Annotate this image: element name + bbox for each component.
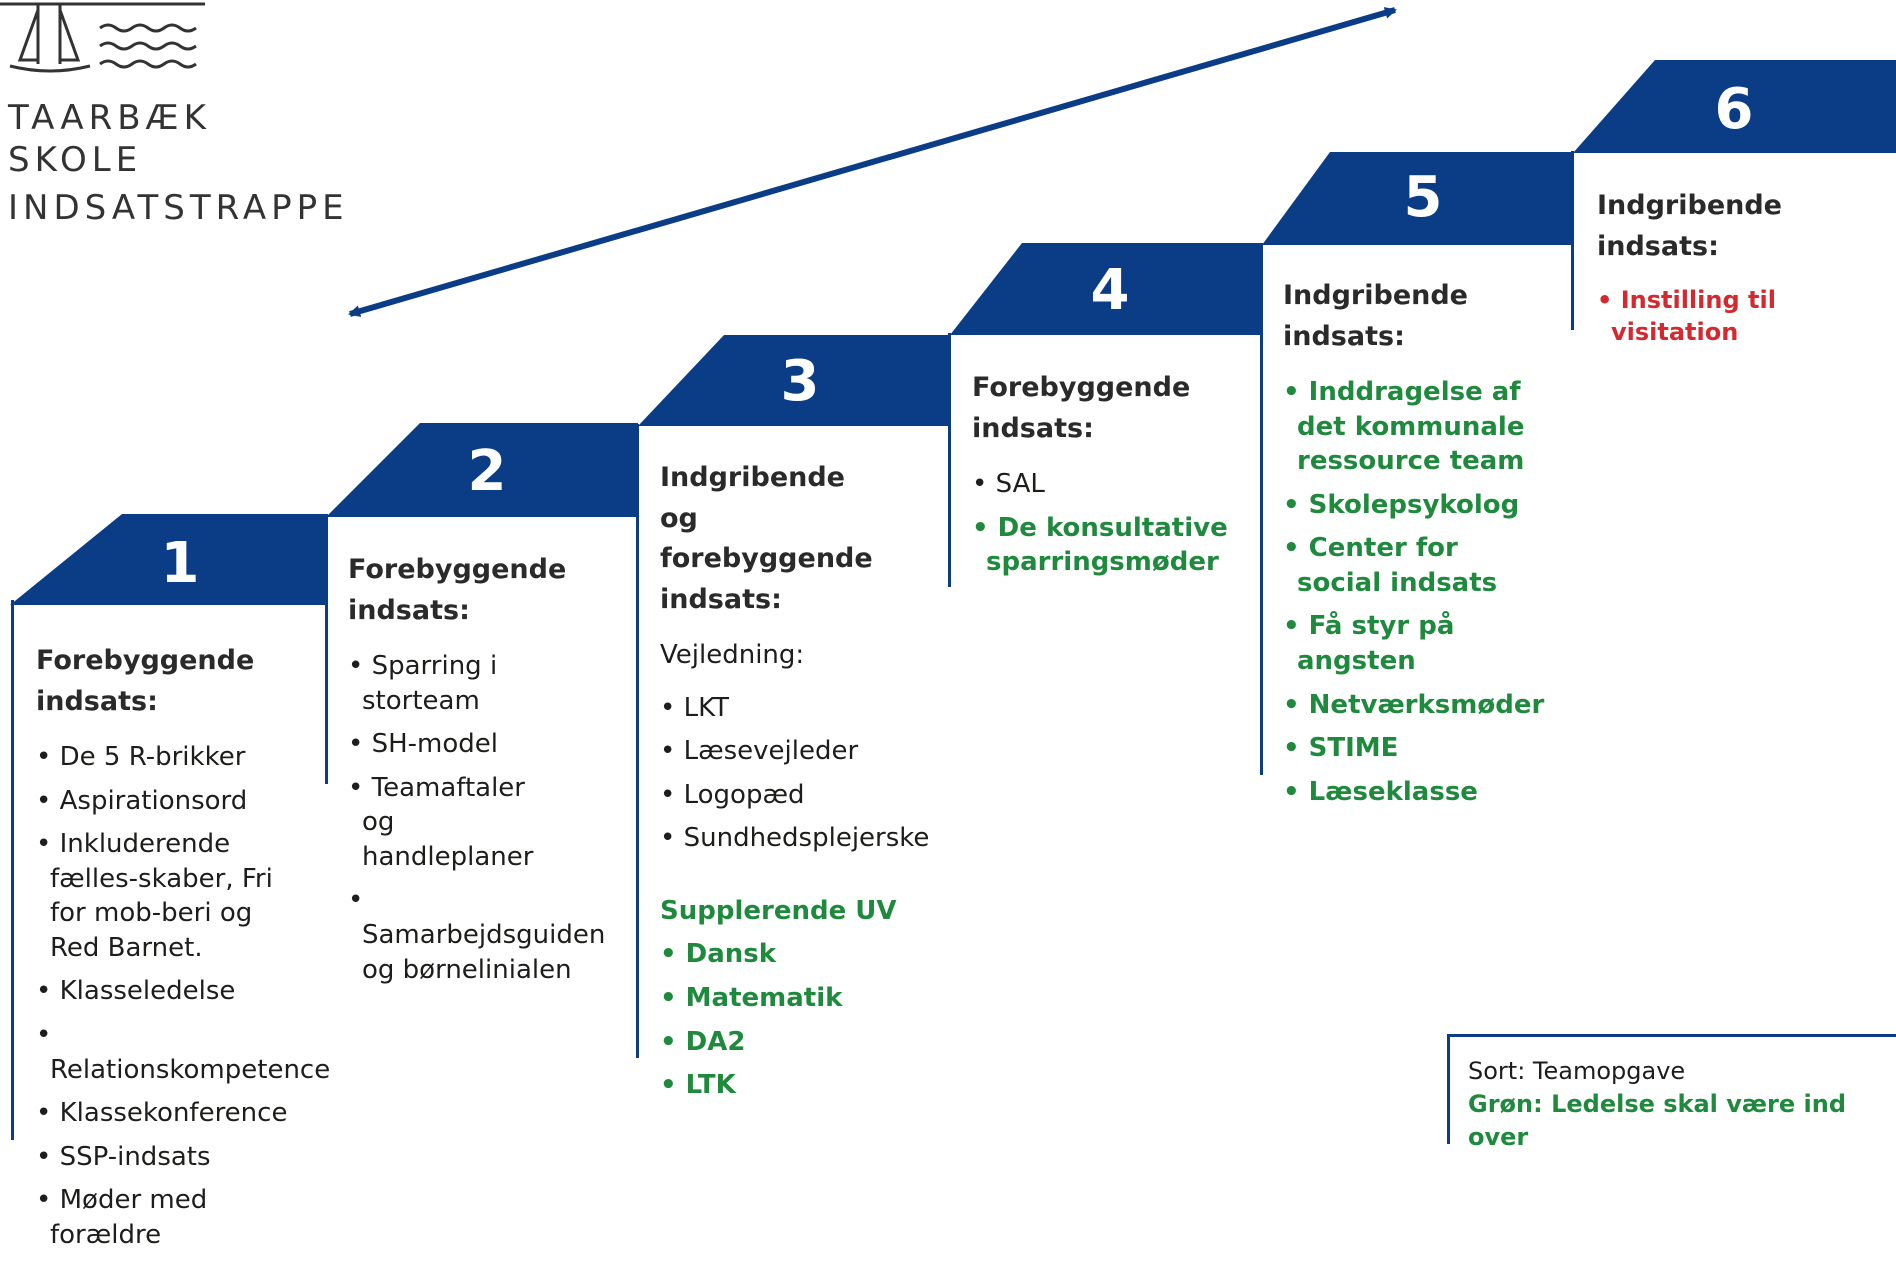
step-2-heading: Forebyggende indsats:	[348, 554, 567, 626]
list-item: Læseklasse	[1283, 775, 1568, 810]
step-1-heading: Forebyggende indsats:	[36, 645, 255, 717]
step-3-number: 3	[780, 349, 820, 414]
list-item: SSP-indsats	[36, 1140, 326, 1175]
step-2-number: 2	[467, 439, 507, 504]
school-logo	[0, 2, 205, 73]
step-4-block	[950, 243, 1262, 335]
staircase-graphic	[10, 7, 1896, 605]
list-item: De 5 R-brikker	[36, 740, 326, 775]
step-1-content: Forebyggende indsats: De 5 R-brikker Asp…	[36, 641, 330, 1262]
list-item: Klassekonference	[36, 1096, 326, 1131]
step-4-number: 4	[1090, 258, 1130, 323]
step-1-riser	[11, 600, 14, 1140]
waves-icon	[99, 23, 197, 69]
legend-box: Sort: Teamopgave Grøn: Ledelse skal være…	[1447, 1034, 1896, 1151]
step-5-block	[1262, 152, 1573, 245]
step-3-subheading: Supplerende UV	[660, 895, 897, 926]
step-2-riser	[325, 514, 328, 784]
sailboat-icon	[0, 2, 205, 73]
list-item: Skolepsykolog	[1283, 488, 1568, 523]
step-1-block	[10, 514, 326, 605]
list-item: De konsultative sparringsmøder	[972, 511, 1252, 580]
list-item: Møder med forældre	[36, 1183, 326, 1252]
step-3-heading: Indgribende og forebyggende indsats:	[660, 462, 873, 615]
logo-text-line2: SKOLE	[8, 140, 143, 180]
list-item: Teamaftaler og handleplaner	[348, 771, 618, 875]
list-item: Få styr på angsten	[1283, 609, 1568, 678]
step-6-block	[1573, 60, 1896, 153]
list-item: Netværksmøder	[1283, 688, 1568, 723]
page-title: INDSATSTRAPPE	[8, 188, 349, 228]
list-item: Logopæd	[660, 778, 950, 813]
list-item: Aspirationsord	[36, 784, 326, 819]
list-item: LTK	[660, 1068, 950, 1103]
step-2-block	[326, 423, 638, 517]
step-6-heading: Indgribende indsats:	[1597, 190, 1782, 262]
step-4-heading: Forebyggende indsats:	[972, 372, 1191, 444]
step-5-number: 5	[1403, 165, 1443, 230]
list-item: Center for social indsats	[1283, 531, 1568, 600]
list-item: STIME	[1283, 731, 1568, 766]
list-item: Inkluderende fælles-skaber, Fri for mob-…	[36, 827, 326, 965]
list-item: Relationskompetence	[36, 1018, 330, 1087]
step-6-riser	[1571, 151, 1574, 330]
double-arrow	[348, 7, 1397, 317]
list-item: Læsevejleder	[660, 734, 950, 769]
logo-text-line1: TAARBÆK	[8, 98, 211, 138]
list-item: Instilling til visitation	[1597, 285, 1896, 349]
step-1-number: 1	[160, 531, 200, 596]
step-5-content: Indgribende indsats: Inddragelse af det …	[1283, 276, 1568, 818]
step-6-content: Indgribende indsats: Instilling til visi…	[1597, 186, 1896, 358]
list-item: Samarbejdsguiden og børnelinialen	[348, 883, 618, 987]
list-item: SH-model	[348, 727, 618, 762]
step-3-block	[638, 335, 950, 426]
step-4-content: Forebyggende indsats: SAL De konsultativ…	[972, 368, 1252, 589]
step-5-heading: Indgribende indsats:	[1283, 280, 1468, 352]
step-4-riser	[948, 333, 951, 587]
list-item: Klasseledelse	[36, 974, 326, 1009]
list-item: Matematik	[660, 981, 950, 1016]
list-item: Inddragelse af det kommunale ressource t…	[1283, 375, 1568, 479]
list-item: Dansk	[660, 937, 950, 972]
list-item: Sundhedsplejerske	[660, 821, 950, 856]
list-item: DA2	[660, 1025, 950, 1060]
step-5-riser	[1260, 243, 1263, 775]
legend-black: Sort: Teamopgave	[1468, 1057, 1686, 1085]
list-item: Sparring i storteam	[348, 649, 618, 718]
step-2-content: Forebyggende indsats: Sparring i stortea…	[348, 550, 618, 996]
step-3-intro: Vejledning:	[660, 640, 805, 670]
list-item: LKT	[660, 691, 950, 726]
step-3-riser	[636, 424, 639, 1058]
step-6-number: 6	[1714, 77, 1754, 142]
step-3-content: Indgribende og forebyggende indsats: Vej…	[660, 458, 950, 1112]
legend-green: Grøn: Ledelse skal være ind over	[1468, 1090, 1847, 1152]
list-item: SAL	[972, 467, 1252, 502]
